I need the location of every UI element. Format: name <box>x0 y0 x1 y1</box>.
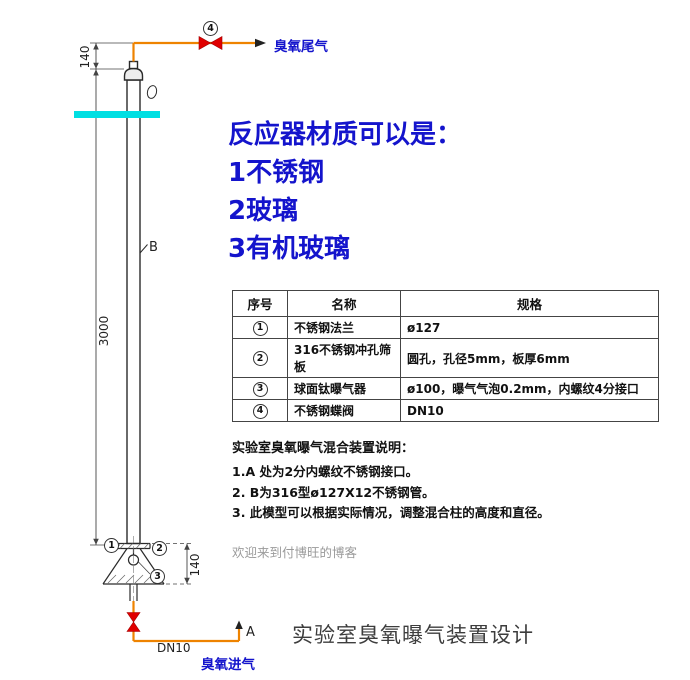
part-spec-cell: ø100，曝气气泡0.2mm，内螺纹4分接口 <box>400 377 659 400</box>
marker-flange-circle: 1 <box>104 538 119 553</box>
dimension-base: 140 <box>188 553 202 577</box>
marker-plate-circle: 2 <box>152 541 167 556</box>
point-b-tick <box>139 244 148 254</box>
part-no-cell: 3 <box>232 377 288 400</box>
part-no-circle: 1 <box>252 320 268 336</box>
part-no-cell: 2 <box>232 338 288 378</box>
marker-diffuser-circle: 3 <box>150 569 165 584</box>
hatch-lines <box>107 543 161 584</box>
point-a-label: A <box>246 625 255 640</box>
part-spec-cell: DN10 <box>400 399 659 422</box>
flange-marker-ellipse <box>146 85 158 99</box>
bottom-valve-icon <box>126 612 141 632</box>
table-row: 1 不锈钢法兰 ø127 <box>232 316 659 339</box>
assembly-notes: 实验室臭氧曝气混合装置说明： 1.A 处为2分内螺纹不锈钢接口。 2. B为31… <box>232 437 672 561</box>
note-line-3: 3. 此模型可以根据实际情况，调整混合柱的高度和直径。 <box>232 505 550 520</box>
top-valve-icon <box>198 35 223 51</box>
header-name: 名称 <box>287 290 401 317</box>
flow-arrow-top <box>255 38 266 48</box>
part-no-circle: 3 <box>252 381 268 397</box>
header-no: 序号 <box>232 290 288 317</box>
note-line-1: 1.A 处为2分内螺纹不锈钢接口。 <box>232 464 419 479</box>
table-row: 3 球面钛曝气器 ø100，曝气气泡0.2mm，内螺纹4分接口 <box>232 377 659 400</box>
part-name-cell: 不锈钢法兰 <box>287 316 401 339</box>
dimension-column: 3000 <box>97 315 111 347</box>
materials-title: 反应器材质可以是： <box>228 120 463 150</box>
dn10-label: DN10 <box>157 641 191 655</box>
part-no-cell: 1 <box>232 316 288 339</box>
dimension-top: 140 <box>78 45 92 69</box>
top-pipe <box>132 41 257 62</box>
part-name-cell: 不锈钢蝶阀 <box>287 399 401 422</box>
part-spec-cell: 圆孔，孔径5mm，板厚6mm <box>400 338 659 378</box>
connector-a-arrow <box>235 620 243 629</box>
dimension-lines <box>90 42 193 585</box>
point-b-label: B <box>149 240 158 255</box>
water-level-line <box>74 111 160 118</box>
part-no-circle: 2 <box>252 351 268 367</box>
header-spec: 规格 <box>400 290 659 317</box>
part-no-circle: 4 <box>252 403 268 419</box>
part-no-cell: 4 <box>232 399 288 422</box>
materials-option-2: 2玻璃 <box>228 196 299 226</box>
diagram-caption: 实验室臭氧曝气装置设计 <box>292 623 534 647</box>
marker-valve-circle: 4 <box>203 21 218 36</box>
materials-option-1: 1不锈钢 <box>228 158 325 188</box>
table-row: 2 316不锈钢冲孔筛板 圆孔，孔径5mm，板厚6mm <box>232 338 659 378</box>
part-spec-cell: ø127 <box>400 316 659 339</box>
materials-option-3: 3有机玻璃 <box>228 234 351 264</box>
table-header-row: 序号 名称 规格 <box>232 290 659 317</box>
materials-note: 反应器材质可以是： 1不锈钢 2玻璃 3有机玻璃 <box>228 116 462 268</box>
inlet-gas-label: 臭氧进气 <box>201 657 255 673</box>
table-row: 4 不锈钢蝶阀 DN10 <box>232 399 659 422</box>
blog-watermark: 欢迎来到付博旺的博客 <box>232 544 358 560</box>
part-name-cell: 316不锈钢冲孔筛板 <box>287 338 401 378</box>
base-assembly <box>102 536 165 608</box>
bottom-pipe <box>132 601 241 643</box>
marker3-leader <box>138 561 151 575</box>
tail-gas-label: 臭氧尾气 <box>274 39 328 55</box>
part-name-cell: 球面钛曝气器 <box>287 377 401 400</box>
parts-table: 序号 名称 规格 1 不锈钢法兰 ø127 2 316不锈钢冲孔筛板 圆孔，孔径… <box>232 290 659 422</box>
reactor-column <box>123 60 158 545</box>
note-line-2: 2. B为316型ø127X12不锈钢管。 <box>232 484 435 500</box>
notes-title: 实验室臭氧曝气混合装置说明： <box>232 441 415 456</box>
